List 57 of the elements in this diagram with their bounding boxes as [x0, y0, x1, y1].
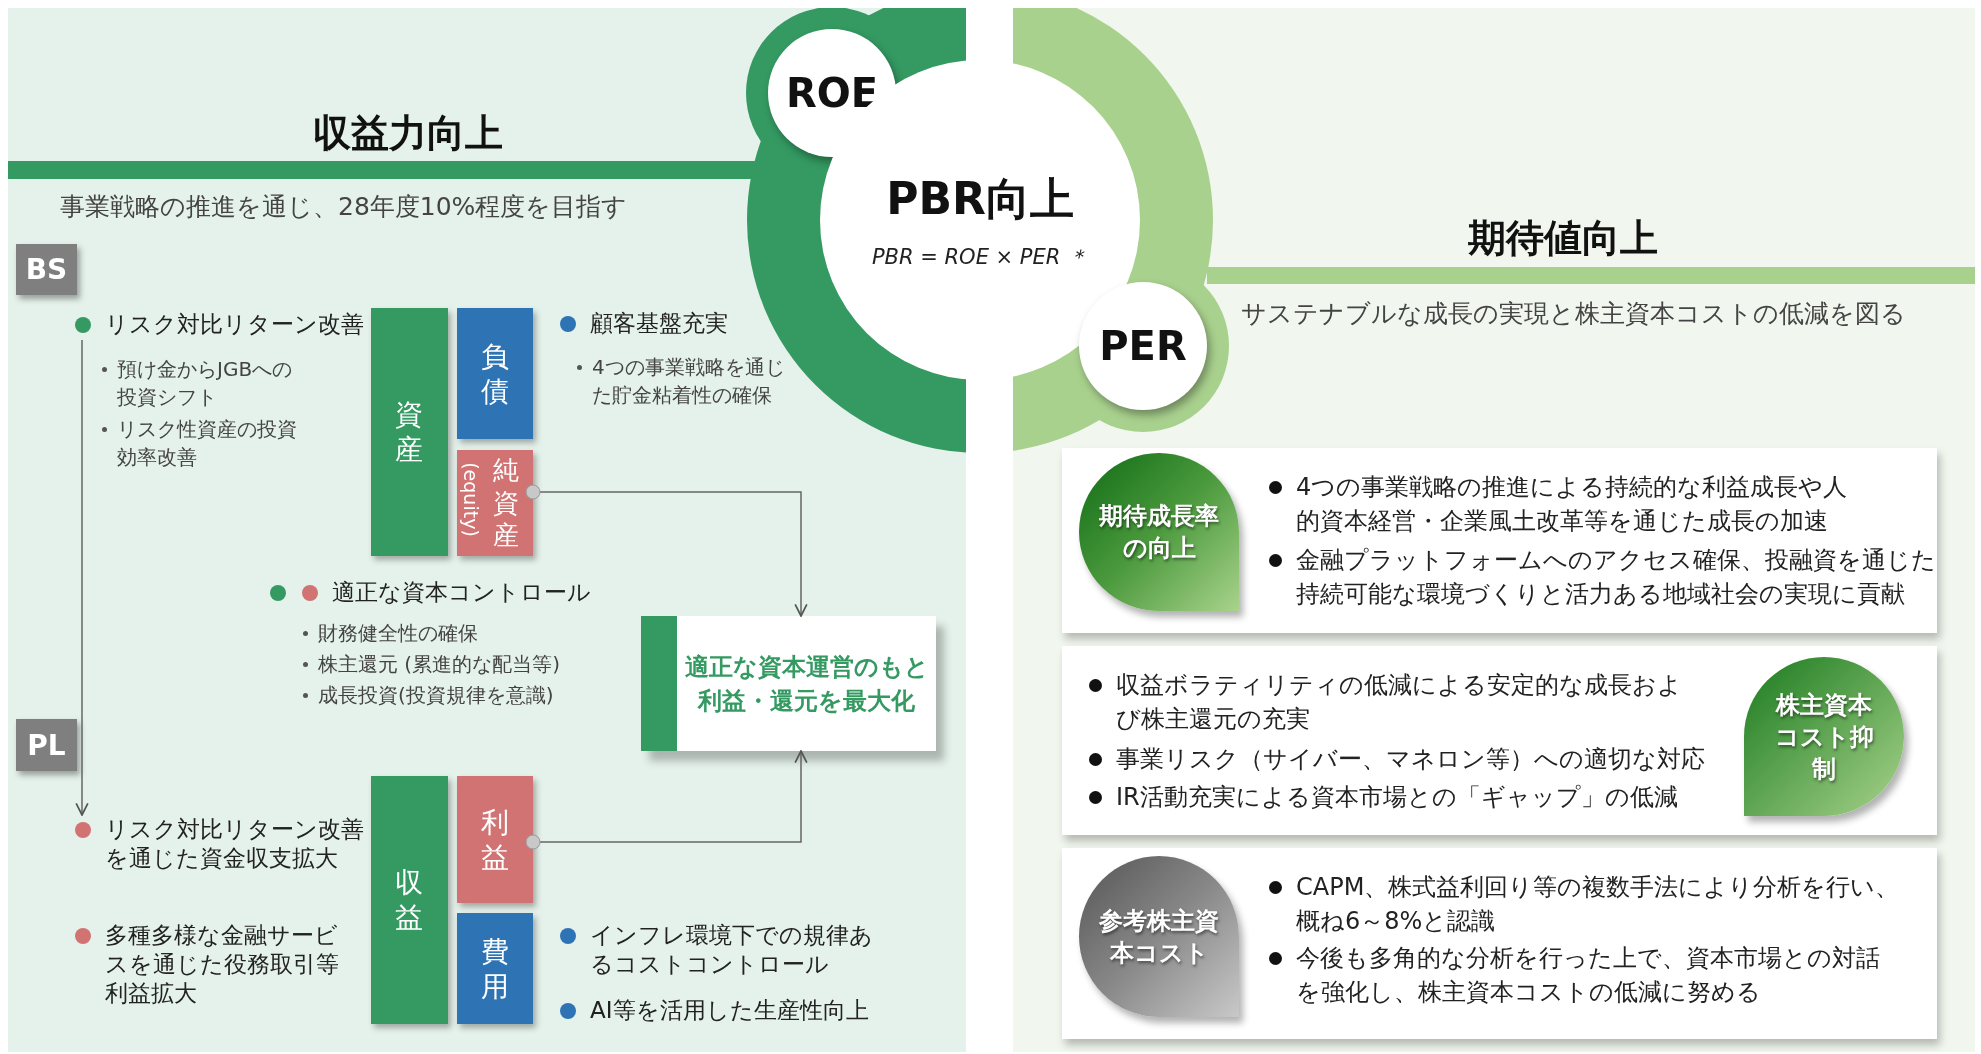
label: 株主資本コスト抑制: [1773, 689, 1875, 785]
bullet-text: CAPM、株式益利回り等の複数手法により分析を行い、概ね6～8%と認識: [1296, 872, 1901, 937]
vertical-box: [457, 450, 533, 556]
label: PBR向上: [886, 171, 1074, 226]
leaf-badge: [1744, 657, 1904, 816]
bullet-text: AI等を活用した生産性向上: [590, 996, 870, 1025]
bullet-text: 今後も多角的な分析を行った上で、資本市場との対話を強化し、株主資本コストの低減に努める: [1296, 943, 1881, 1008]
bullet-text: 収益ボラティリティの低減による安定的な成長および株主還元の充実: [1116, 670, 1683, 735]
subheading: サステナブルな成長の実現と株主資本コストの低減を図る: [1241, 298, 1906, 330]
bullet-text: 多種多様な金融サービスを通じた役務取引等利益拡大: [105, 921, 340, 1008]
label: 期待成長率の向上: [1098, 501, 1220, 564]
bullet-text: 4つの事業戦略の推進による持続的な利益成長や人的資本経営・企業風土改革等を通じた成長の加速: [1296, 472, 1849, 537]
arrow: [525, 750, 808, 850]
card: [1062, 448, 1937, 633]
bullet-text: IR活動充実による資本市場との「ギャップ」の低減: [1116, 782, 1679, 813]
result-box: [641, 616, 936, 751]
label: 参考株主資本コスト: [1098, 905, 1220, 969]
label: 利益: [480, 804, 510, 875]
vertical-box: [457, 308, 533, 439]
card: [1062, 646, 1937, 835]
vertical-box: [371, 776, 448, 1024]
arrow: [525, 484, 808, 617]
sub-bullet-text: 4つの事業戦略を通じた貯金粘着性の確保: [592, 354, 786, 409]
arrow: [75, 339, 89, 816]
sub-bullet-text: 成長投資(投資規律を意識): [318, 682, 555, 709]
label: (equity): [460, 462, 480, 537]
sub-bullet-text: 株主還元 (累進的な配当等): [318, 651, 561, 678]
card: [1062, 848, 1937, 1039]
label: リスク対比リターン改善を通じた資金収支拡大: [105, 816, 364, 871]
heading: 収益力向上: [312, 110, 504, 157]
label: 収益: [394, 865, 425, 935]
sub-bullet-text: 財務健全性の確保: [318, 620, 479, 647]
label: 資産: [394, 397, 425, 467]
label: 適正な資本運営のもと利益・還元を最大化: [683, 651, 930, 717]
tag: [16, 719, 77, 771]
bullet-text: 金融プラットフォームへのアクセス確保、投融資を通じた持続可能な環境づくりと活力ある地域社会の実現に貢献: [1296, 545, 1936, 610]
vertical-box: [371, 308, 448, 556]
bullet-text: 適正な資本コントロール: [332, 578, 592, 607]
label: 負債: [480, 338, 510, 409]
label: リスク対比リターン改善: [105, 311, 364, 337]
label: 費用: [480, 933, 510, 1004]
subheading: 事業戦略の推進を通じ、28年度10%程度を目指す: [60, 191, 628, 223]
label: PBR = ROE × PER ＊: [871, 243, 1089, 271]
label: PL: [27, 728, 66, 762]
heading: 期待値向上: [1467, 215, 1659, 262]
label: ROE: [785, 70, 879, 116]
tag: [16, 244, 77, 295]
vertical-box: [457, 913, 533, 1024]
label: PER: [1099, 323, 1187, 369]
sub-bullet-text: リスク性資産の投資効率改善: [117, 416, 298, 471]
bullet-text: 顧客基盤充実: [590, 309, 729, 338]
label: 純資産: [492, 454, 520, 552]
sub-bullet-text: 預け金からJGBへの投資シフト: [117, 356, 294, 411]
vertical-box: [457, 776, 533, 903]
bullet-text: 事業リスク（サイバー、マネロン等）への適切な対応: [1116, 744, 1706, 775]
label: BS: [25, 253, 68, 286]
bullet-text: インフレ環境下での規律あるコストコントロール: [590, 921, 874, 979]
